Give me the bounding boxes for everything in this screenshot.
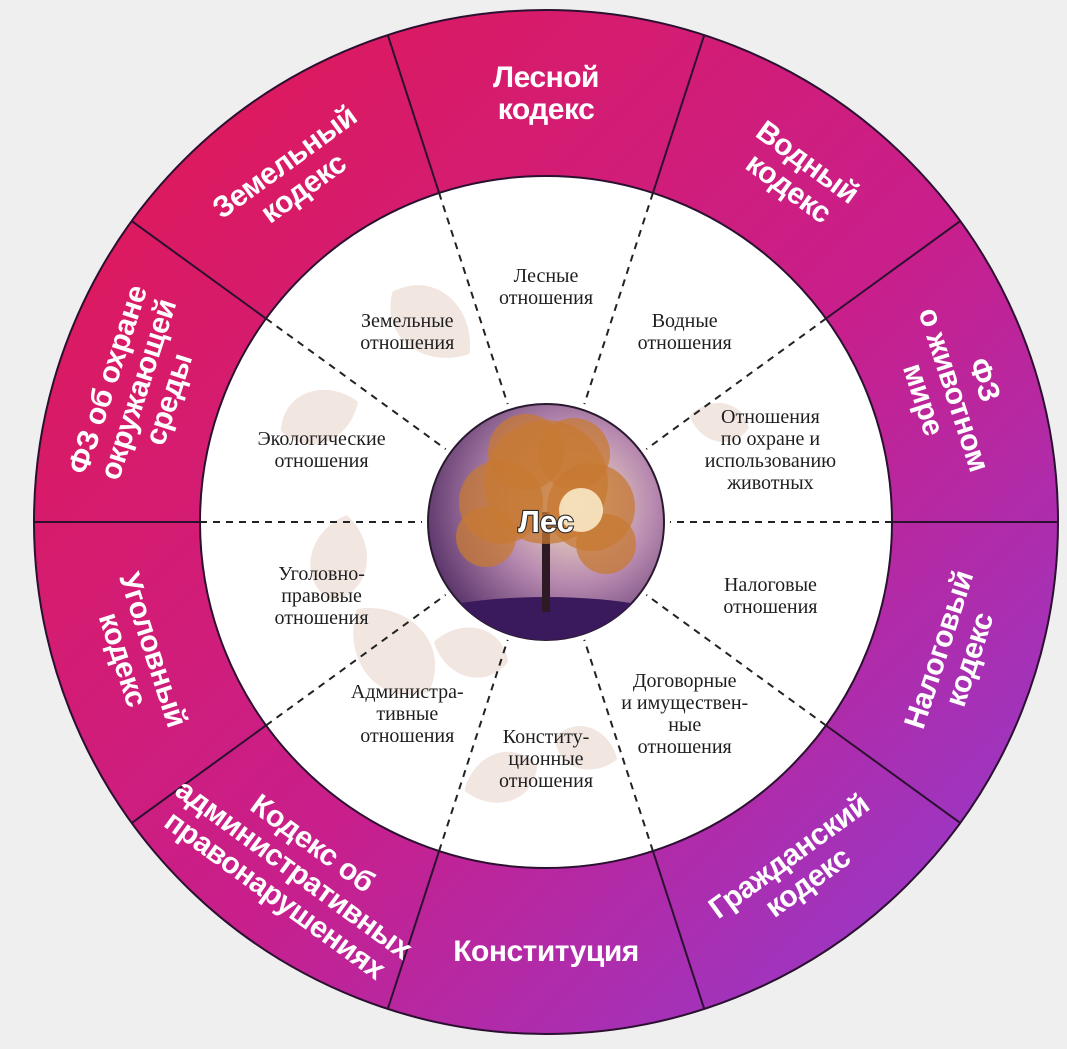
relation-label-line: и имуществен- bbox=[621, 692, 748, 714]
relation-label-line: животных bbox=[726, 472, 813, 494]
code-label-line: кодекс bbox=[498, 93, 595, 126]
leaf-decoration bbox=[280, 285, 749, 803]
relation-label-line: отношения bbox=[638, 332, 732, 354]
ring-divider-line bbox=[131, 724, 267, 824]
relation-label-line: по охране и bbox=[721, 428, 821, 450]
relation-label-line: правовые bbox=[281, 585, 362, 607]
sun-glow bbox=[559, 488, 603, 532]
ring-divider-line bbox=[386, 850, 441, 1010]
code-label-line: Конституция bbox=[453, 935, 639, 968]
sector-dividers bbox=[34, 34, 1058, 1010]
leaf-decoration-shape bbox=[689, 402, 749, 443]
relation-label-line: Администра- bbox=[351, 681, 464, 703]
tree-trunk bbox=[542, 512, 550, 612]
leaf-decoration-shape bbox=[464, 751, 538, 803]
relation-label-line: Налоговые bbox=[724, 574, 817, 596]
ring-divider-line bbox=[825, 220, 961, 320]
relation-label-line: Водные bbox=[652, 310, 718, 332]
ring-divider-line bbox=[651, 850, 706, 1010]
leaf-decoration-shape bbox=[390, 285, 471, 358]
relation-label-line: отношения bbox=[638, 736, 732, 758]
tree-illustration bbox=[428, 414, 664, 640]
relation-label-line: отношения bbox=[360, 725, 454, 747]
relation-label-line: отношения bbox=[499, 770, 593, 792]
relation-label-line: отношения bbox=[275, 607, 369, 629]
ring-divider-line bbox=[386, 34, 441, 194]
leaf-decoration-shape bbox=[280, 389, 359, 445]
relation-label-line: отношения bbox=[360, 332, 454, 354]
leaf-decoration-shape bbox=[433, 627, 509, 678]
ring-divider-line bbox=[825, 724, 961, 824]
relation-label-line: отношения bbox=[499, 287, 593, 309]
relation-label-line: тивные bbox=[376, 703, 438, 725]
tree-ground bbox=[428, 597, 664, 640]
relation-label-line: ционные bbox=[508, 748, 583, 770]
forest-center: Лес bbox=[422, 398, 670, 646]
center-label: Лес bbox=[518, 504, 574, 539]
code-label-text: Конституция bbox=[453, 935, 639, 968]
relation-label-line: Договорные bbox=[633, 670, 737, 692]
tree-crown bbox=[456, 507, 516, 567]
relation-label-line: отношения bbox=[275, 450, 369, 472]
relation-label-line: Земельные bbox=[361, 310, 454, 332]
tree-crown bbox=[538, 418, 610, 490]
relation-label-line: Отношения bbox=[721, 406, 820, 428]
relation-label-line: использованию bbox=[705, 450, 836, 472]
leaf-decoration-shape bbox=[310, 515, 367, 602]
code-label-line: Лесной bbox=[493, 61, 599, 94]
relation-label-line: ные bbox=[668, 714, 701, 736]
relation-label-line: Уголовно- bbox=[278, 563, 365, 585]
leaf-decoration-shape bbox=[554, 726, 618, 770]
relation-label-line: Экологические bbox=[257, 428, 385, 450]
relation-label-line: Конститу- bbox=[503, 726, 590, 748]
ring-divider-line bbox=[651, 34, 706, 194]
relation-label-line: Лесные bbox=[514, 265, 579, 287]
relation-label-line: отношения bbox=[723, 596, 817, 618]
ring-divider-line bbox=[131, 220, 267, 320]
leaf-decoration-shape bbox=[353, 608, 435, 696]
code-label-5: Конституция bbox=[453, 935, 639, 968]
